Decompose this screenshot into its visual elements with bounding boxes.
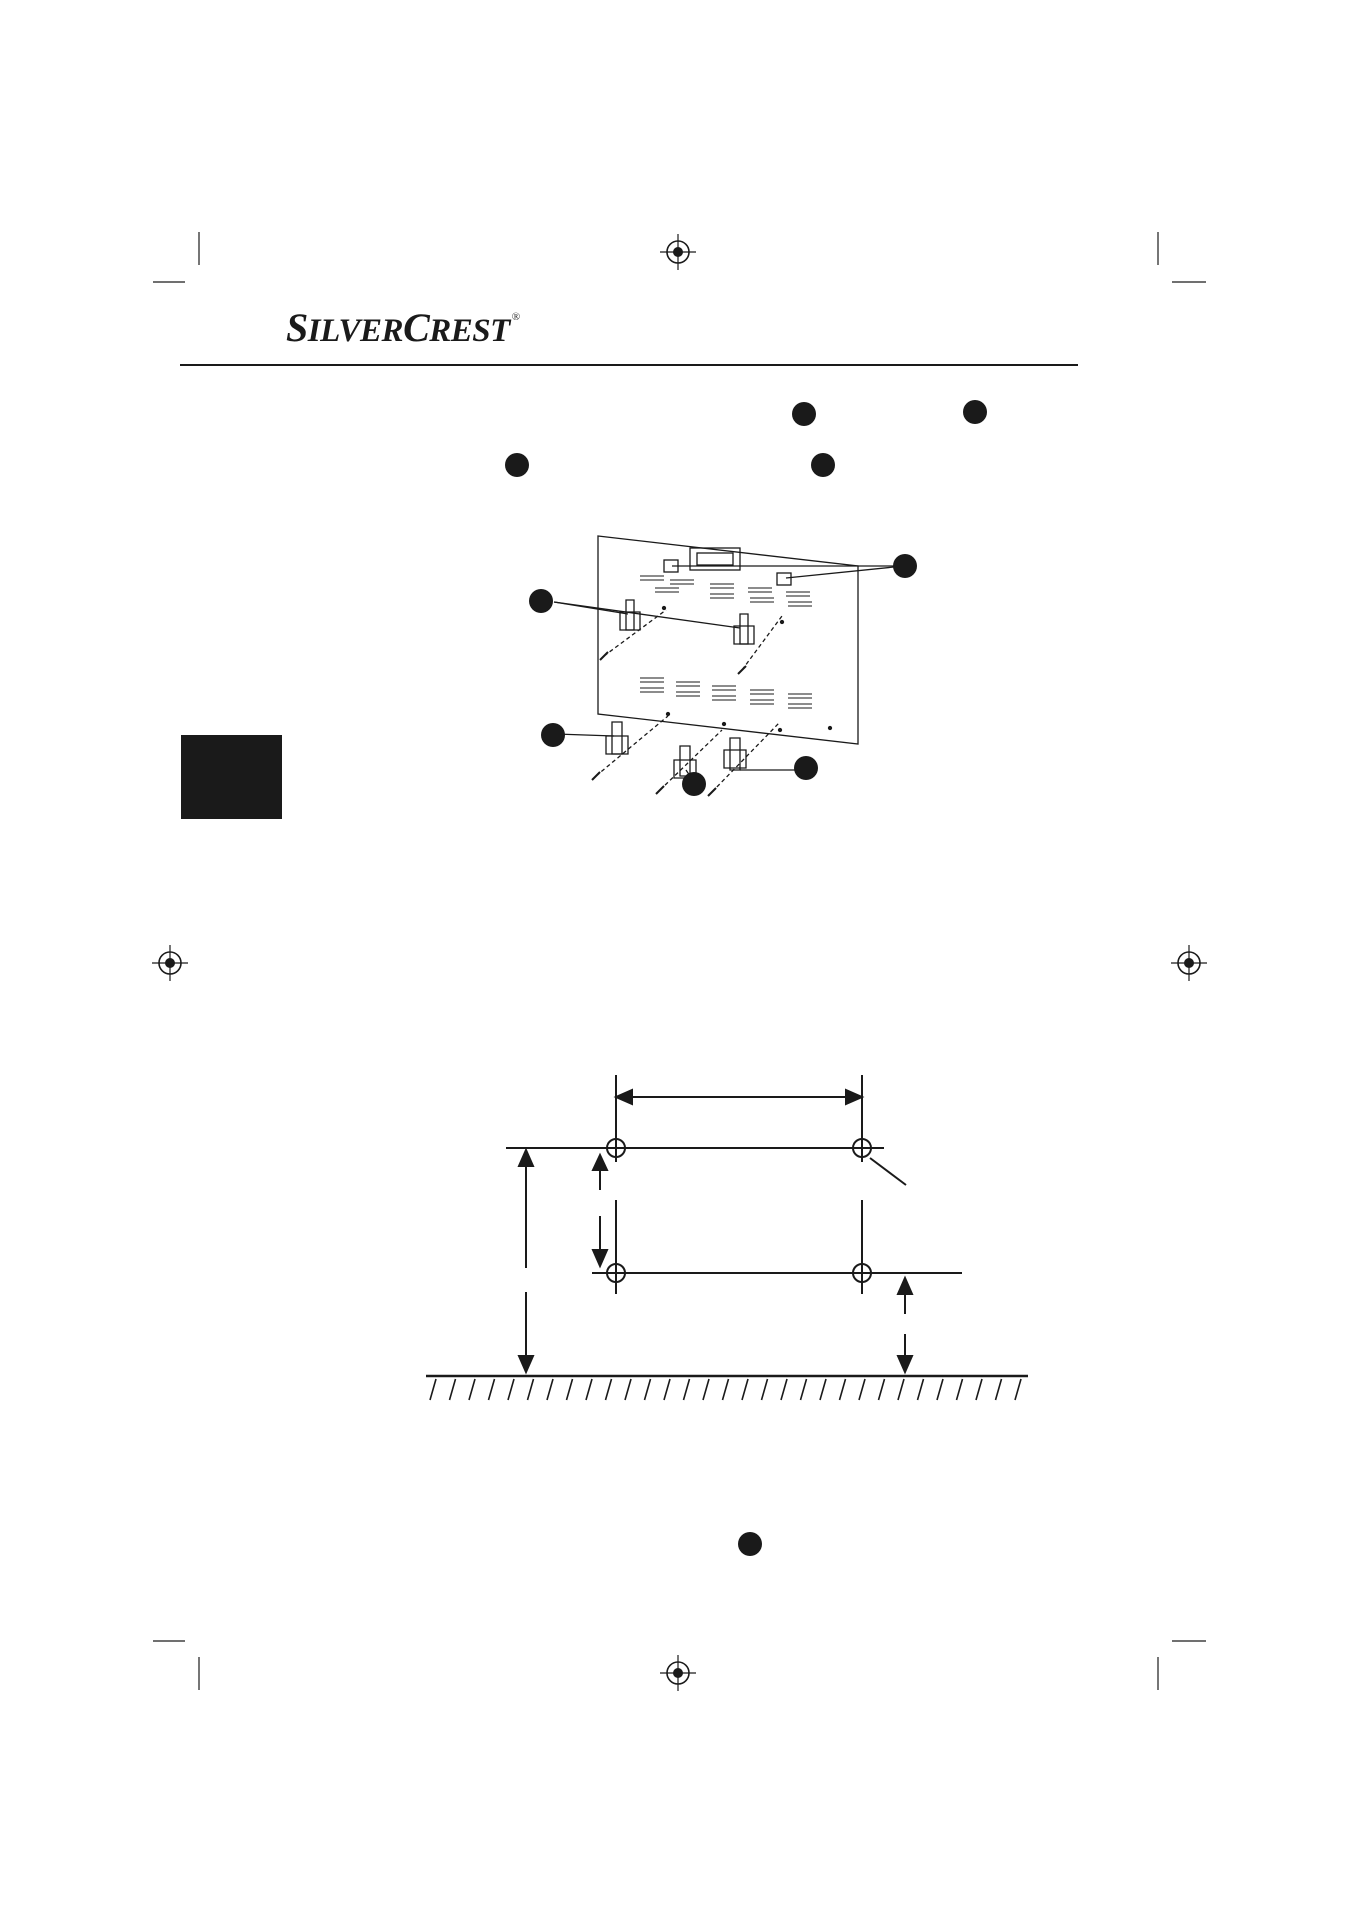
registration-target-top <box>660 234 696 270</box>
reference-dot-2 <box>963 400 987 424</box>
header-rule <box>180 364 1078 366</box>
callout-dot-upper-brackets <box>529 589 553 613</box>
page-number-dot <box>738 1532 762 1556</box>
logo-initial-s: S <box>286 305 308 350</box>
callout-dot-lower-center-bracket <box>682 772 706 796</box>
registration-target-bottom <box>660 1655 696 1691</box>
logo-text-ilver: ILVER <box>307 313 404 349</box>
callout-dot-lower-left-bracket <box>541 723 565 747</box>
callout-dot-top-blocks <box>893 554 917 578</box>
floor-hatching <box>429 1378 1022 1401</box>
logo-text-rest: REST <box>429 313 510 349</box>
callout-dot-lower-right-bracket <box>794 756 818 780</box>
brand-logo: SILVERCREST® <box>286 308 520 348</box>
logo-initial-c: C <box>403 305 430 350</box>
registration-target-left <box>152 945 188 981</box>
reference-dot-1 <box>792 402 816 426</box>
reference-dot-3 <box>505 453 529 477</box>
registration-target-right <box>1171 945 1207 981</box>
reference-dot-4 <box>811 453 835 477</box>
registered-mark: ® <box>511 311 520 323</box>
language-tab <box>181 735 282 819</box>
